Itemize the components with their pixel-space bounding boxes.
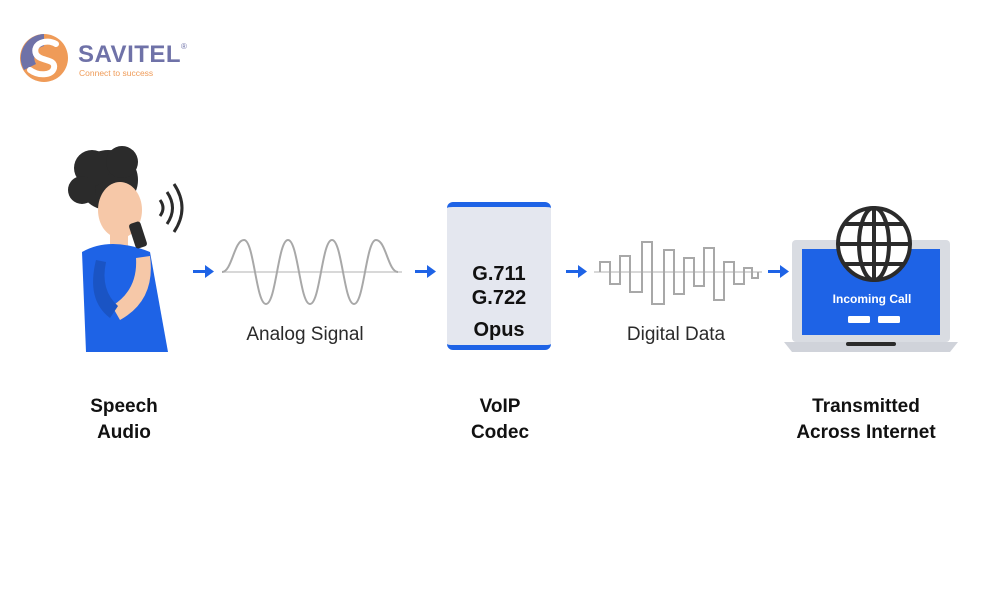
step-label-line: VoIP	[479, 396, 521, 417]
sound-waves-icon	[158, 199, 165, 217]
codec-opus: Opus	[473, 319, 525, 341]
brand-logo: SAVITEL ® Connect to success	[16, 30, 196, 90]
step-label-line: Audio	[97, 422, 151, 443]
globe-icon	[836, 206, 912, 282]
brand-tagline: Connect to success	[79, 68, 154, 78]
codec-g711: G.711	[472, 263, 526, 285]
incoming-call-text: Incoming Call	[832, 292, 912, 306]
step-label-line: Across Internet	[796, 422, 936, 443]
laptop-illustration	[784, 240, 958, 352]
digital-data-caption: Digital Data	[626, 324, 726, 345]
step-label-line: Speech	[90, 396, 158, 417]
codec-card: G.711 G.722 Opus	[447, 202, 551, 350]
analog-signal-caption: Analog Signal	[246, 324, 364, 345]
arrow-right-icon	[415, 265, 436, 278]
step-label-speech-audio: Speech Audio	[14, 394, 234, 446]
speaking-person-illustration	[68, 146, 184, 352]
arrow-right-icon	[768, 265, 789, 278]
step-label-voip-codec: VoIP Codec	[390, 394, 610, 446]
brand-name: SAVITEL	[78, 41, 182, 68]
savitel-logo-icon	[20, 34, 68, 82]
step-label-transmitted: Transmitted Across Internet	[756, 394, 976, 446]
step-label-line: Codec	[470, 422, 530, 443]
arrow-right-icon	[566, 265, 587, 278]
codec-g722: G.722	[471, 287, 527, 309]
accept-button-illustration	[878, 316, 900, 323]
analog-signal-wave	[221, 238, 399, 306]
digital-data-wave	[599, 241, 759, 305]
arrow-right-icon	[193, 265, 214, 278]
step-label-line: Transmitted	[812, 396, 920, 417]
decline-button-illustration	[848, 316, 870, 323]
registered-mark: ®	[181, 42, 187, 51]
